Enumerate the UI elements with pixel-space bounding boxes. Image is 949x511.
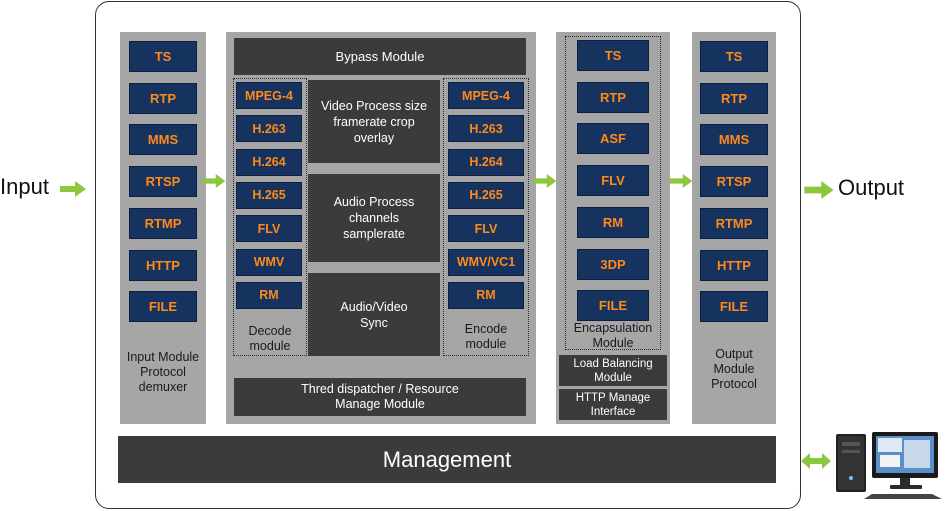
audio-process-line: channels [348, 211, 400, 225]
format-tag: FILE [700, 291, 768, 323]
format-tag: H.264 [448, 148, 524, 176]
caption-line: Module [713, 362, 755, 376]
format-tag: TS [577, 40, 649, 71]
http-manage-line: Interface [590, 405, 636, 418]
input-label: Input [0, 174, 49, 199]
caption-line: Protocol [140, 365, 186, 379]
format-tag: FILE [577, 290, 649, 322]
format-tag: HTTP [129, 249, 197, 281]
format-tag: RTP [700, 82, 768, 114]
encapsulation-group [565, 36, 661, 350]
format-tag: H.263 [448, 115, 524, 143]
arrow-right-icon [60, 181, 86, 197]
format-tag: RTMP [700, 207, 768, 239]
format-tag: TS [129, 41, 197, 72]
format-tag: TS [700, 41, 768, 72]
format-tag: MPEG-4 [448, 82, 524, 109]
video-process-line: overlay [353, 130, 395, 145]
arrow-right-icon [669, 174, 693, 188]
format-tag: RTSP [700, 166, 768, 198]
caption-line: Output [715, 347, 753, 361]
format-tag: RM [448, 281, 524, 309]
double-arrow-icon [801, 453, 831, 469]
format-tag: RTSP [129, 166, 197, 198]
format-tag: RTP [577, 81, 649, 113]
format-tag: MPEG-4 [236, 82, 302, 109]
dispatcher-line: Manage Module [335, 397, 425, 411]
format-tag: RTMP [129, 207, 197, 239]
format-tag: FILE [129, 291, 197, 323]
format-tag: H.265 [448, 181, 524, 209]
format-tag: HTTP [700, 249, 768, 281]
arrow-right-icon [804, 181, 834, 199]
audio-process-line: Audio Process [333, 195, 415, 209]
management-bar: Management [118, 436, 776, 483]
format-tag: FLV [577, 165, 649, 197]
av-sync-line: Sync [360, 315, 388, 330]
load-balancing-box: Load Balancing Module [559, 355, 667, 386]
caption-line: Encode [464, 322, 508, 336]
format-tag: MMS [700, 124, 768, 156]
caption-line: module [249, 339, 291, 353]
input-module-column: Input Module Protocol demuxer TS RTP MMS RT… [120, 32, 206, 424]
audio-process-box: Audio Process channels samplerate [308, 174, 440, 262]
dispatcher-line: Thred dispatcher / Resource [301, 382, 459, 396]
output-module-caption: Output Module Protocol [692, 347, 776, 392]
input-module-caption: Input Module Protocol demuxer [120, 350, 206, 395]
load-balancing-line: Module [594, 371, 632, 384]
format-tag: WMV [236, 248, 302, 276]
thread-dispatcher-box: Thred dispatcher / Resource Manage Modul… [234, 378, 526, 416]
format-tag: WMV/VC1 [448, 248, 524, 276]
format-tag: RM [236, 281, 302, 309]
arrow-right-icon [202, 174, 226, 188]
load-balancing-line: Load Balancing [573, 357, 653, 370]
encode-module-group [443, 78, 529, 356]
video-process-box: Video Process size framerate crop overla… [308, 80, 440, 163]
caption-line: Input Module [126, 350, 200, 364]
format-tag: H.264 [236, 148, 302, 176]
av-sync-line: Audio/Video [340, 299, 408, 314]
caption-line: Module [592, 336, 634, 350]
output-label: Output [838, 175, 905, 200]
video-process-line: Video Process size [320, 98, 428, 113]
decode-caption: Decode module [233, 324, 307, 354]
format-tag: FLV [236, 215, 302, 243]
av-sync-box: Audio/Video Sync [308, 273, 440, 356]
caption-line: Protocol [711, 377, 757, 391]
computer-icon [836, 432, 942, 499]
arrow-right-icon [533, 174, 557, 188]
caption-line: Encapsulation [573, 321, 653, 335]
format-tag: ASF [577, 123, 649, 155]
encapsulation-column: Encapsulation Module Load Balancing Modu… [556, 32, 670, 424]
caption-line: demuxer [138, 380, 188, 394]
caption-line: module [465, 337, 507, 351]
http-manage-line: HTTP Manage [575, 391, 651, 404]
format-tag: MMS [129, 124, 197, 156]
encode-caption: Encode module [443, 322, 529, 352]
format-tag: H.265 [236, 181, 302, 209]
output-module-column: Output Module Protocol TS RTP MMS RTSP RTMP H… [692, 32, 776, 424]
video-process-line: framerate crop [333, 114, 415, 129]
encapsulation-caption: Encapsulation Module [565, 321, 661, 351]
audio-process-line: samplerate [343, 227, 405, 241]
format-tag: RM [577, 206, 649, 238]
decode-module-group [233, 78, 307, 356]
format-tag: RTP [129, 82, 197, 114]
processing-column: Bypass Module Decode module Video Proces… [226, 32, 536, 424]
format-tag: 3DP [577, 248, 649, 280]
format-tag: FLV [448, 215, 524, 243]
bypass-module: Bypass Module [234, 38, 526, 75]
http-manage-box: HTTP Manage Interface [559, 389, 667, 420]
caption-line: Decode [248, 324, 292, 338]
format-tag: H.263 [236, 115, 302, 143]
